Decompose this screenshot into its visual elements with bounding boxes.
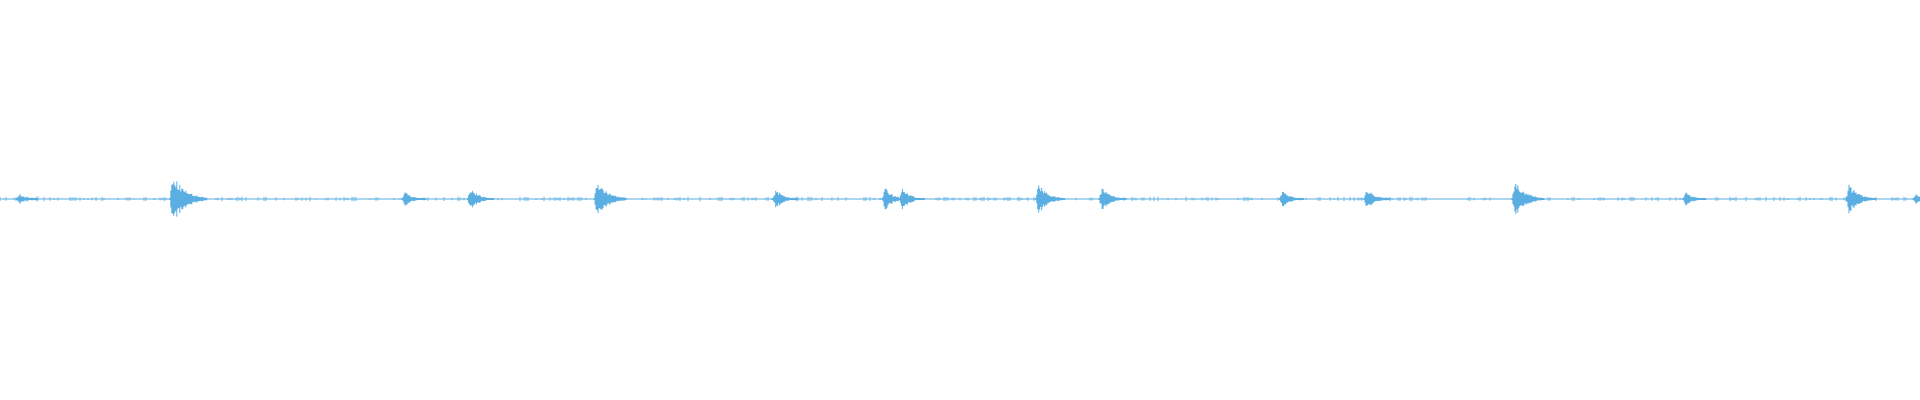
waveform-peak-10 bbox=[1279, 191, 1305, 207]
waveform-peak-4 bbox=[593, 184, 627, 214]
waveform-peak-13 bbox=[1682, 192, 1707, 206]
waveform-peak-11 bbox=[1363, 192, 1390, 206]
waveform-peak-2 bbox=[401, 192, 426, 206]
waveform-peak-14 bbox=[1845, 184, 1876, 214]
waveform-peak-1 bbox=[169, 181, 208, 217]
waveform-peak-9 bbox=[1098, 188, 1127, 210]
waveform-peak-7 bbox=[898, 189, 925, 209]
waveform-peak-8 bbox=[1035, 185, 1066, 213]
waveform-peak-3 bbox=[466, 190, 494, 208]
waveform-peak-0 bbox=[15, 194, 38, 204]
waveform-peak-12 bbox=[1511, 184, 1545, 214]
waveform-peak-5 bbox=[772, 190, 799, 208]
waveform-trace bbox=[0, 181, 1920, 217]
waveform-peak-15 bbox=[1912, 194, 1920, 204]
